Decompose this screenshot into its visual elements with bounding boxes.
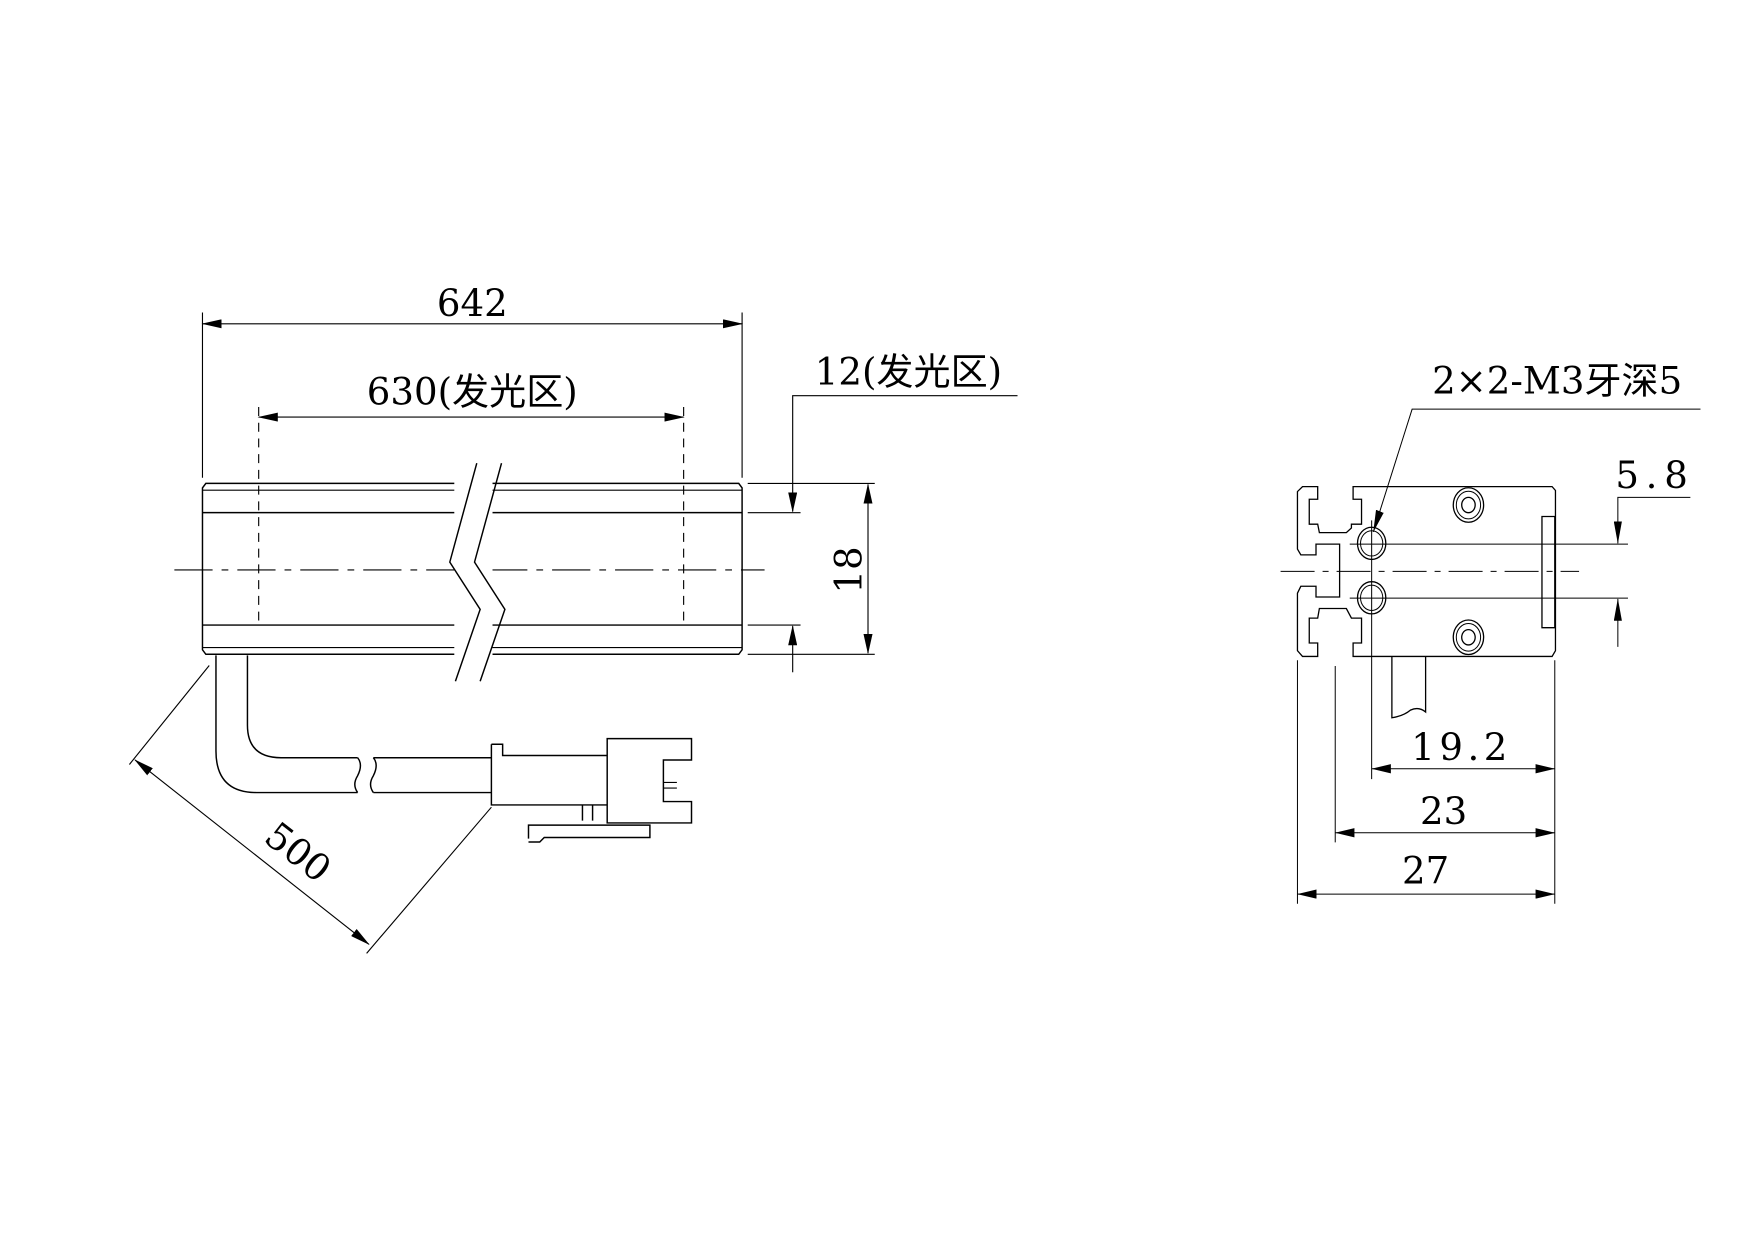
connector [490,737,693,843]
front-view: 642 630(发光区) 12(发光区) 18 [128,282,1018,954]
lens-window [1542,517,1555,628]
cable [215,655,492,794]
screw-icon [1453,488,1483,523]
dim-height: 18 [827,546,870,593]
dim-overall-depth: 27 [1402,850,1449,893]
thread-note: 2×2-M3牙深5 [1432,359,1682,402]
dim-body-depth: 23 [1420,790,1467,833]
dim-emitting-length: 630(发光区) [367,371,578,414]
dim-hole-offset: 19.2 [1411,726,1512,769]
cable-section [1392,656,1426,717]
screw-icon [1453,620,1483,655]
aluminum-profile [1297,487,1555,657]
dim-cable-length: 500 [257,814,339,891]
break-line [449,462,481,682]
dim-overall-length: 642 [437,282,508,325]
light-bar-body [174,406,765,686]
dim-emitting-width: 12(发光区) [815,350,1002,393]
dim-hole-spacing: 5.8 [1615,454,1694,497]
side-view: 2×2-M3牙深5 5.8 19.2 23 27 [1281,359,1701,903]
